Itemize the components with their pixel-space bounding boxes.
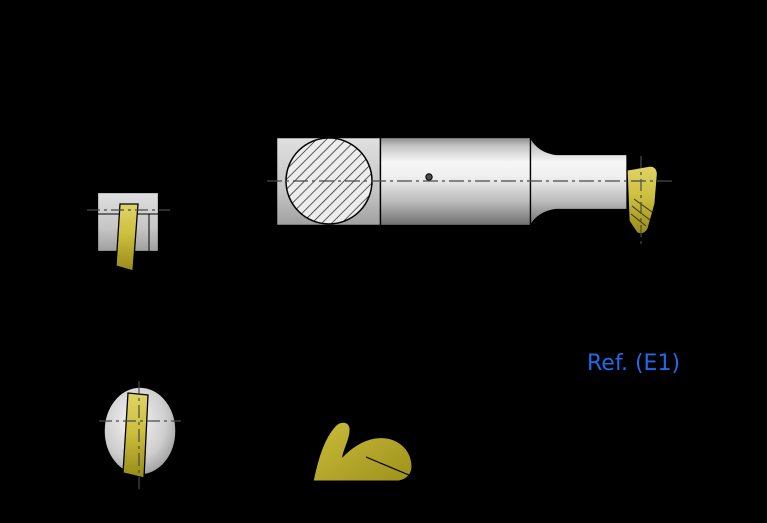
front-view — [87, 191, 170, 272]
insert-detail-edge-line — [365, 456, 417, 479]
insert-detail-shape — [312, 421, 413, 482]
cutting-insert-side — [626, 165, 659, 235]
insert-detail-view — [312, 421, 417, 482]
end-view — [99, 381, 181, 489]
main-side-view — [267, 136, 672, 244]
ref-label: Ref. (E1) — [587, 351, 681, 376]
front-view-insert — [115, 203, 139, 272]
end-view-insert — [122, 392, 149, 479]
set-screw-dot — [425, 173, 433, 181]
reduced-neck — [529, 137, 628, 229]
